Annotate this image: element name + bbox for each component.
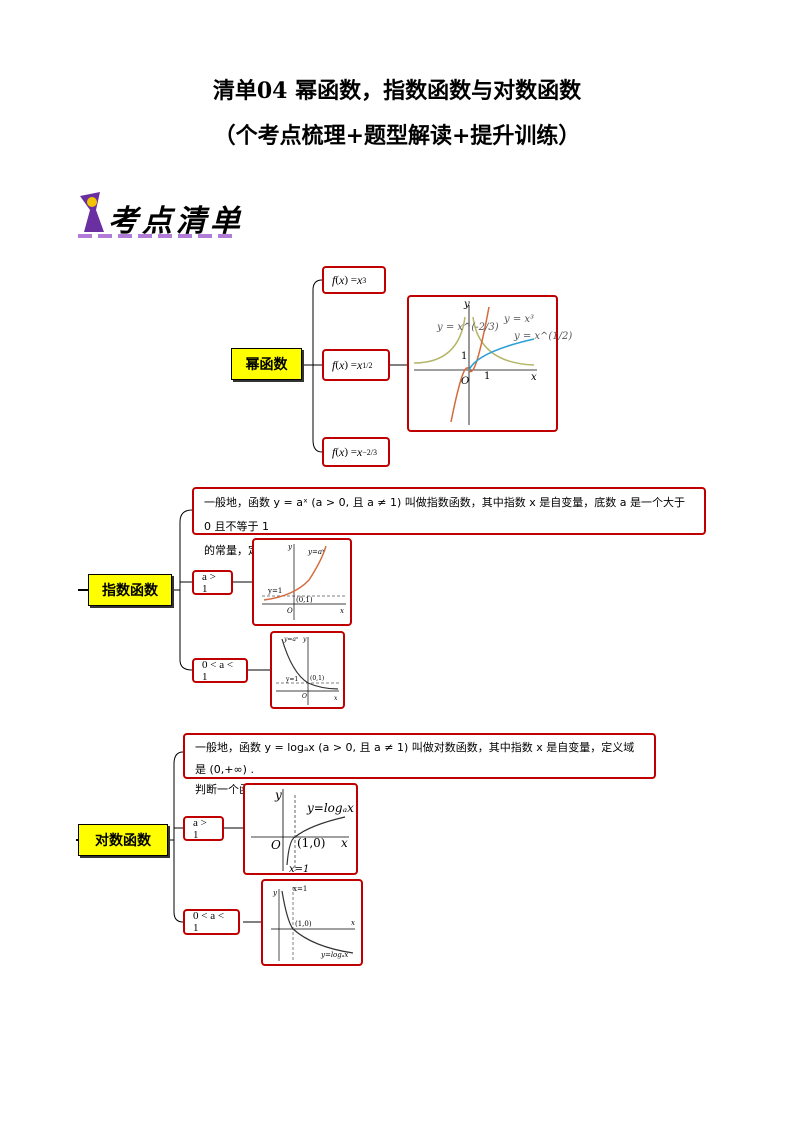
exp-graph-a-between: y=aˣ y=1 (0,1) O x y <box>270 631 345 709</box>
exp-graph1-asymptote-label: y=1 <box>267 587 282 595</box>
exp-case-a-between: 0 < a < 1 <box>192 658 248 683</box>
power-graph-label-curve1: y = x^(-2/3) <box>436 322 499 333</box>
log-definition: 一般地，函数 y = logₐx (a > 0, 且 a ≠ 1) 叫做对数函数… <box>183 733 656 796</box>
exp-graph2-point-label: (0,1) <box>310 675 324 682</box>
log-graph1-x: x <box>341 836 348 850</box>
power-graph-origin: O <box>461 376 469 387</box>
power-graph-label-curve3: y = x^(1/2) <box>513 331 572 342</box>
power-item-neg-two-thirds: f(x) = x−2/3 <box>322 437 390 467</box>
exp-definition-line1: 一般地，函数 y = aˣ (a > 0, 且 a ≠ 1) 叫做指数函数，其中… <box>204 496 686 533</box>
log-graph1-vline-label: x=1 <box>289 864 309 875</box>
page-title: 清单04 幂函数，指数函数与对数函数 <box>212 78 582 104</box>
log-case-a-between: 0 < a < 1 <box>183 909 240 935</box>
power-graph-label-curve2: y = x³ <box>503 314 534 325</box>
page-subtitle: （个考点梳理+题型解读+提升训练） <box>213 123 581 149</box>
wizard-badge-icon <box>78 192 235 238</box>
log-graph2-vline-label: x=1 <box>293 885 307 893</box>
badge-title: 考点清单 <box>108 204 244 239</box>
exp-graph-a-gt-1: y=aˣ y=1 (0,1) O x y <box>252 538 352 626</box>
log-graph1-origin: O <box>271 838 281 852</box>
power-graph-tick-x: 1 <box>484 371 490 382</box>
log-graph1-y: y <box>274 788 282 802</box>
log-graph-a-between: x=1 (1,0) y=logₐx x y <box>261 879 363 966</box>
log-graph1-curve-label: y=logₐx <box>306 801 354 815</box>
exp-graph2-x: x <box>334 695 338 702</box>
exp-graph2-asymptote-label: y=1 <box>285 676 298 683</box>
power-graph-y-label: y <box>463 299 470 310</box>
exp-case-a-gt-1: a > 1 <box>192 570 233 595</box>
power-function-graph: y = x^(-2/3) y = x³ y = x^(1/2) 1 1 O x … <box>407 295 572 432</box>
exp-graph2-curve-label: y=aˣ <box>283 636 299 643</box>
exp-graph1-point-label: (0,1) <box>296 596 313 604</box>
exp-function-node: 指数函数 <box>88 574 172 606</box>
log-function-node: 对数函数 <box>78 824 168 856</box>
exp-graph2-origin: O <box>302 693 307 700</box>
log-graph2-point-label: (1,0) <box>295 920 312 928</box>
exp-graph1-curve-label: y=aˣ <box>307 548 325 556</box>
power-graph-tick-y: 1 <box>461 351 467 362</box>
log-definition-line1: 一般地，函数 y = logₐx (a > 0, 且 a ≠ 1) 叫做对数函数… <box>195 741 635 776</box>
exp-graph1-y: y <box>287 543 293 551</box>
exp-graph2-y: y <box>302 636 307 643</box>
log-graph1-point-label: (1,0) <box>297 836 325 850</box>
log-graph2-x: x <box>351 919 355 927</box>
exp-definition: 一般地，函数 y = aˣ (a > 0, 且 a ≠ 1) 叫做指数函数，其中… <box>192 487 706 557</box>
log-graph2-y: y <box>272 889 278 897</box>
exp-graph1-x: x <box>340 607 344 615</box>
log-graph2-curve-label: y=logₐx <box>320 951 348 959</box>
exp-graph1-origin: O <box>287 607 293 615</box>
power-graph-x-label: x <box>531 372 537 383</box>
log-graph-a-gt-1: y=logₐx (1,0) x=1 O x y <box>243 783 358 875</box>
log-case-a-gt-1: a > 1 <box>183 816 224 841</box>
power-function-node: 幂函数 <box>231 348 302 380</box>
